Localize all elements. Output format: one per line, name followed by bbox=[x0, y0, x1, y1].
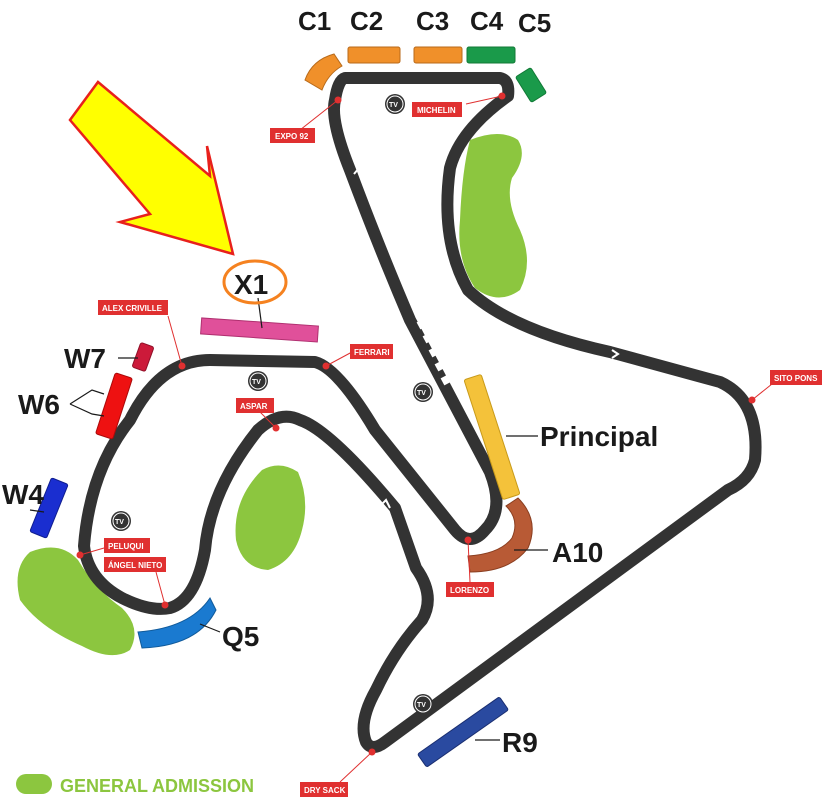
svg-text:TV: TV bbox=[252, 379, 261, 386]
stand-label-c5: C5 bbox=[518, 8, 551, 38]
corner-aspar: ASPAR bbox=[236, 398, 274, 413]
stand-c4[interactable] bbox=[466, 46, 516, 64]
corner-angel-nieto: ÁNGEL NIETO bbox=[104, 557, 166, 572]
corner-michelin: MICHELIN bbox=[412, 102, 462, 117]
chevron-icon bbox=[588, 597, 597, 607]
start-finish-line bbox=[416, 318, 452, 386]
legend-label-general-admission: GENERAL ADMISSION bbox=[60, 776, 254, 796]
ga-area-center[interactable] bbox=[235, 465, 306, 570]
ga-area-top-right[interactable] bbox=[459, 134, 527, 298]
tv-icon: TV bbox=[413, 382, 433, 402]
stand-c5[interactable] bbox=[515, 67, 547, 103]
stand-label-c3: C3 bbox=[416, 6, 449, 36]
svg-text:TV: TV bbox=[115, 519, 124, 526]
legend-swatch-general-admission bbox=[16, 774, 52, 794]
stand-c1[interactable] bbox=[304, 53, 343, 91]
stand-principal[interactable] bbox=[463, 374, 521, 500]
chevron-icon bbox=[122, 448, 134, 457]
corner-lorenzo: LORENZO bbox=[446, 582, 494, 597]
svg-text:EXPO 92: EXPO 92 bbox=[275, 132, 309, 141]
svg-text:ASPAR: ASPAR bbox=[240, 402, 268, 411]
corner-sito-pons: SITO PONS bbox=[770, 370, 822, 385]
stand-label-r9: R9 bbox=[502, 727, 538, 758]
svg-text:SITO PONS: SITO PONS bbox=[774, 374, 818, 383]
chevron-icon bbox=[379, 498, 391, 509]
svg-text:DRY SACK: DRY SACK bbox=[304, 786, 346, 795]
stand-label-w7: W7 bbox=[64, 343, 106, 374]
tv-icon: TV bbox=[385, 94, 405, 114]
stand-label-w6: W6 bbox=[18, 389, 60, 420]
corner-ferrari: FERRARI bbox=[350, 344, 393, 359]
pointer-arrow-icon bbox=[68, 80, 235, 256]
direction-markers bbox=[122, 166, 620, 607]
stand-x1[interactable] bbox=[200, 317, 319, 343]
svg-text:TV: TV bbox=[389, 102, 398, 109]
track bbox=[78, 72, 762, 753]
stand-leader-lines bbox=[29, 297, 548, 741]
svg-text:TV: TV bbox=[417, 390, 426, 397]
corner-expo92: EXPO 92 bbox=[270, 128, 315, 143]
chevron-icon bbox=[611, 349, 620, 359]
svg-text:ÁNGEL NIETO: ÁNGEL NIETO bbox=[108, 561, 162, 570]
corner-peluqui: PELUQUI bbox=[104, 538, 150, 553]
stand-r9[interactable] bbox=[417, 697, 509, 767]
stand-w4[interactable] bbox=[29, 477, 69, 539]
stand-label-c2: C2 bbox=[350, 6, 383, 36]
stand-label-c4: C4 bbox=[470, 6, 504, 36]
stand-label-q5: Q5 bbox=[222, 621, 259, 652]
svg-text:PELUQUI: PELUQUI bbox=[108, 542, 144, 551]
stand-label-principal: Principal bbox=[540, 421, 658, 452]
tv-icon: TV bbox=[413, 694, 433, 714]
ga-area-left[interactable] bbox=[17, 547, 135, 656]
svg-text:TV: TV bbox=[417, 702, 426, 709]
svg-text:FERRARI: FERRARI bbox=[354, 348, 390, 357]
legend: GENERAL ADMISSION bbox=[16, 774, 254, 796]
chevron-icon bbox=[353, 166, 365, 175]
corner-alex-criville: ALEX CRIVILLE bbox=[98, 300, 168, 315]
stand-c2[interactable] bbox=[347, 46, 401, 64]
x1-highlight-circle bbox=[222, 259, 288, 305]
tv-icon: TV bbox=[111, 511, 131, 531]
corner-leaders bbox=[79, 95, 773, 783]
corner-dry-sack: DRY SACK bbox=[300, 782, 348, 797]
svg-text:LORENZO: LORENZO bbox=[450, 586, 489, 595]
svg-text:MICHELIN: MICHELIN bbox=[417, 106, 456, 115]
stand-label-x1: X1 bbox=[234, 269, 268, 300]
stand-q5[interactable] bbox=[137, 597, 217, 649]
svg-text:ALEX CRIVILLE: ALEX CRIVILLE bbox=[102, 304, 163, 313]
tv-icon: TV bbox=[248, 371, 268, 391]
stand-label-c1: C1 bbox=[298, 6, 331, 36]
stand-w6[interactable] bbox=[95, 372, 133, 440]
stand-c3[interactable] bbox=[413, 46, 463, 64]
stand-label-a10: A10 bbox=[552, 537, 603, 568]
stand-w7[interactable] bbox=[132, 342, 154, 372]
stand-label-w4: W4 bbox=[2, 479, 44, 510]
